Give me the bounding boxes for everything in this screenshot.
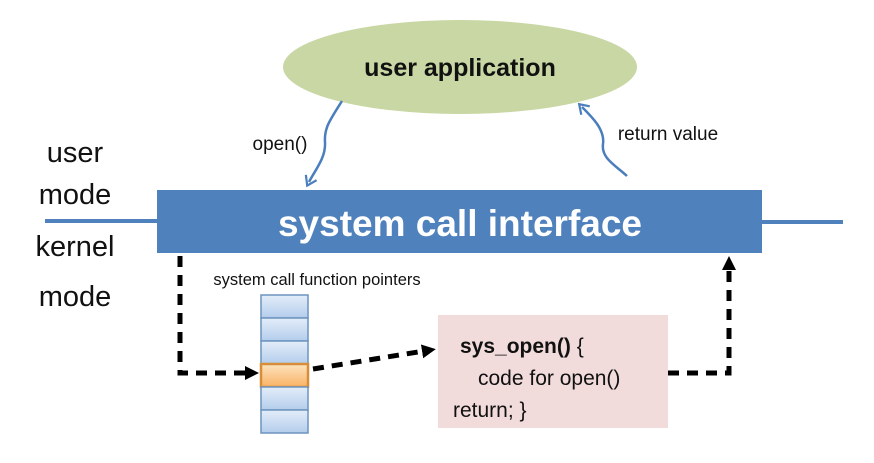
- return-value-arrow: [577, 102, 628, 177]
- return-value-label: return value: [618, 124, 718, 145]
- kernel-mode-label-line2: mode: [39, 281, 112, 313]
- kernel-mode-label-line1: kernel: [36, 231, 115, 263]
- pointer-table-cells: [259, 294, 310, 434]
- user-application-node: [283, 20, 637, 114]
- sys-open-open-brace: {: [571, 335, 584, 358]
- pointer-cell: [260, 294, 309, 319]
- user-application-label: user application: [364, 54, 556, 82]
- open-call-arrow: [304, 100, 344, 188]
- return-arrow-to-interface: [668, 256, 736, 376]
- pointer-cell-highlighted: [259, 362, 310, 389]
- pointer-cell: [260, 386, 309, 411]
- pointer-table-caption: system call function pointers: [213, 271, 420, 289]
- sys-open-function-name: sys_open(): [460, 335, 571, 358]
- pointer-cell: [260, 340, 309, 365]
- dispatch-arrow-to-code: [312, 344, 436, 372]
- dispatch-arrow-to-table: [177, 256, 259, 380]
- pointer-cell: [260, 409, 309, 434]
- open-call-label: open(): [253, 134, 308, 155]
- sys-open-code-box: [438, 315, 668, 428]
- system-call-interface-bar: [157, 190, 762, 253]
- user-mode-label-line1: user: [47, 137, 104, 169]
- sys-open-code-line2: code for open(): [478, 367, 620, 390]
- user-mode-label-line2: mode: [39, 179, 112, 211]
- sys-open-code-line3: return; }: [453, 399, 527, 422]
- sys-open-code-line1: sys_open() {: [460, 335, 584, 358]
- pointer-cell: [260, 317, 309, 342]
- system-call-interface-label: system call interface: [278, 203, 642, 244]
